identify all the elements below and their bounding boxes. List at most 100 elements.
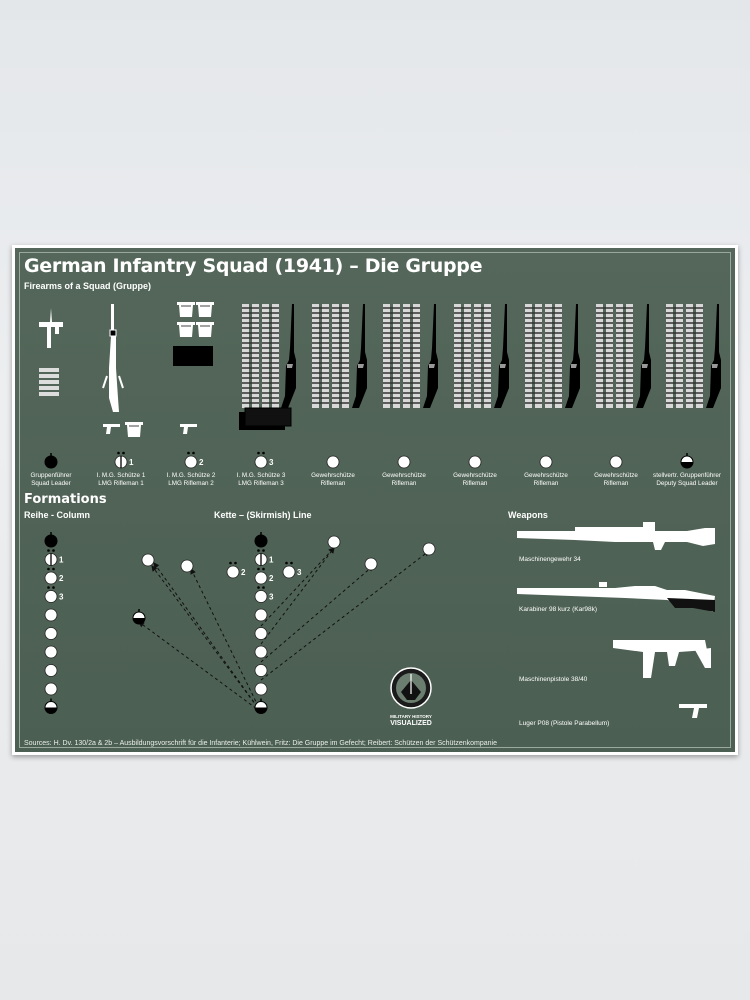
kar98k-icon bbox=[517, 582, 715, 612]
poster-frame: German Infantry Squad (1941) – Die Grupp… bbox=[12, 245, 738, 755]
column-marker-7 bbox=[44, 645, 58, 659]
column-marker-6 bbox=[44, 627, 58, 640]
mg34-vertical-icon bbox=[102, 304, 124, 412]
skirmish-rifleman-1 bbox=[141, 553, 155, 567]
formation-markers: 1 2 3 1 2 3 2 3 bbox=[44, 532, 436, 714]
role-label-line1: stellvertr. Gruppenführer bbox=[653, 472, 721, 479]
role-marker-9 bbox=[609, 455, 623, 469]
poster-title: German Infantry Squad (1941) – Die Grupp… bbox=[24, 255, 483, 277]
role-label-line2: Deputy Squad Leader bbox=[656, 480, 718, 487]
role-label-line1: I. M.G. Schütze 2 bbox=[166, 472, 216, 479]
mg34-icon bbox=[517, 522, 715, 550]
marker-number: 1 bbox=[59, 556, 64, 565]
role-marker-8 bbox=[539, 455, 553, 469]
role-markers: 1 2 3 bbox=[44, 451, 694, 469]
skirmish-rifleman-5 bbox=[422, 542, 436, 556]
column-marker-8 bbox=[44, 664, 58, 677]
marker-number: 2 bbox=[269, 574, 274, 583]
role-marker-10 bbox=[680, 453, 694, 469]
role-marker-6 bbox=[397, 455, 411, 469]
logo-line1: MILITARY HISTORY bbox=[390, 714, 432, 719]
marker-number: 3 bbox=[297, 568, 302, 577]
role-label-line1: Gewehrschütze bbox=[594, 472, 638, 479]
role-label-line1: Gewehrschütze bbox=[524, 472, 568, 479]
column-marker-9 bbox=[44, 682, 58, 696]
formations-heading: Formations bbox=[24, 492, 107, 507]
line-marker-4: 3 bbox=[254, 586, 274, 603]
marker-number: 2 bbox=[59, 574, 64, 583]
column-heading: Reihe - Column bbox=[24, 510, 91, 520]
luger-icon bbox=[679, 704, 707, 718]
column-marker-3: 2 bbox=[44, 567, 64, 585]
skirmish-deputy bbox=[132, 609, 146, 625]
line-marker-10 bbox=[254, 698, 268, 714]
role-label-line2: Rifleman bbox=[320, 480, 346, 487]
weapon-label-mp40: Maschinenpistole 38/40 bbox=[519, 676, 588, 683]
role-marker-2: 1 bbox=[114, 451, 134, 469]
role-marker-4: 3 bbox=[254, 451, 274, 469]
line-marker-6 bbox=[254, 627, 268, 640]
role-label-line2: Rifleman bbox=[391, 480, 417, 487]
role-marker-1 bbox=[44, 453, 58, 469]
marker-number: 1 bbox=[129, 458, 134, 467]
skirmish-arrows bbox=[138, 547, 430, 713]
column-marker-4: 3 bbox=[44, 586, 64, 603]
marker-number: 3 bbox=[269, 593, 274, 602]
role-label-line1: Gruppenführer bbox=[30, 472, 72, 479]
role-marker-5 bbox=[326, 455, 340, 469]
ammo-drums-icon bbox=[173, 301, 215, 366]
weapon-label-mg34: Maschinengewehr 34 bbox=[519, 556, 581, 563]
role-label-line2: LMG Rifleman 2 bbox=[168, 480, 214, 487]
role-label-line1: I. M.G. Schütze 3 bbox=[236, 472, 286, 479]
mp40-side-icon bbox=[613, 640, 711, 678]
marker-number: 3 bbox=[269, 458, 274, 467]
logo-line2: VISUALIZED bbox=[390, 720, 432, 727]
magazine-pouch-icon bbox=[39, 368, 59, 396]
role-label-line2: Rifleman bbox=[462, 480, 488, 487]
column-marker-2: 1 bbox=[44, 549, 64, 566]
rifleman-kits bbox=[311, 303, 721, 409]
role-label-line2: LMG Rifleman 3 bbox=[238, 480, 284, 487]
line-marker-1 bbox=[254, 532, 268, 548]
weapons-heading: Weapons bbox=[508, 510, 548, 520]
marker-number: 2 bbox=[241, 568, 246, 577]
line-marker-8 bbox=[254, 664, 268, 677]
role-label-line1: I. M.G. Schütze 1 bbox=[96, 472, 146, 479]
logo-emblem bbox=[390, 667, 432, 709]
skirmish-rifleman-3 bbox=[327, 535, 341, 549]
poster-artwork: 1 2 3 1 2 3 1 2 3 2 3 bbox=[39, 301, 721, 718]
column-marker-1 bbox=[44, 532, 58, 548]
marker-number: 1 bbox=[269, 556, 274, 565]
skirmish-mg3: 3 bbox=[282, 561, 302, 579]
skirmish-rifleman-4 bbox=[364, 557, 378, 571]
role-label-line2: LMG Rifleman 1 bbox=[98, 480, 144, 487]
poster-border bbox=[19, 252, 731, 748]
marker-number: 2 bbox=[199, 458, 204, 467]
weapon-label-luger: Luger P08 (Pistole Parabellum) bbox=[519, 720, 610, 727]
line-marker-2: 1 bbox=[254, 549, 274, 566]
poster-subtitle: Firearms of a Squad (Gruppe) bbox=[24, 281, 152, 291]
skirmish-heading: Kette – (Skirmish) Line bbox=[214, 510, 312, 520]
role-label-line1: Gewehrschütze bbox=[311, 472, 355, 479]
sources-text: Sources: H. Dv. 130/2a & 2b – Ausbildung… bbox=[24, 740, 497, 747]
role-label-line1: Gewehrschütze bbox=[453, 472, 497, 479]
lmg3-kit bbox=[239, 303, 296, 430]
weapon-label-kar98k: Karabiner 98 kurz (Kar98k) bbox=[519, 606, 598, 613]
line-marker-5 bbox=[254, 608, 268, 622]
skirmish-rifleman-2 bbox=[180, 559, 194, 573]
line-marker-7 bbox=[254, 645, 268, 659]
role-label-line2: Rifleman bbox=[603, 480, 629, 487]
role-marker-3: 2 bbox=[184, 451, 204, 469]
column-marker-10 bbox=[44, 698, 58, 714]
role-label-line2: Squad Leader bbox=[31, 480, 71, 487]
poster: German Infantry Squad (1941) – Die Grupp… bbox=[15, 248, 735, 752]
